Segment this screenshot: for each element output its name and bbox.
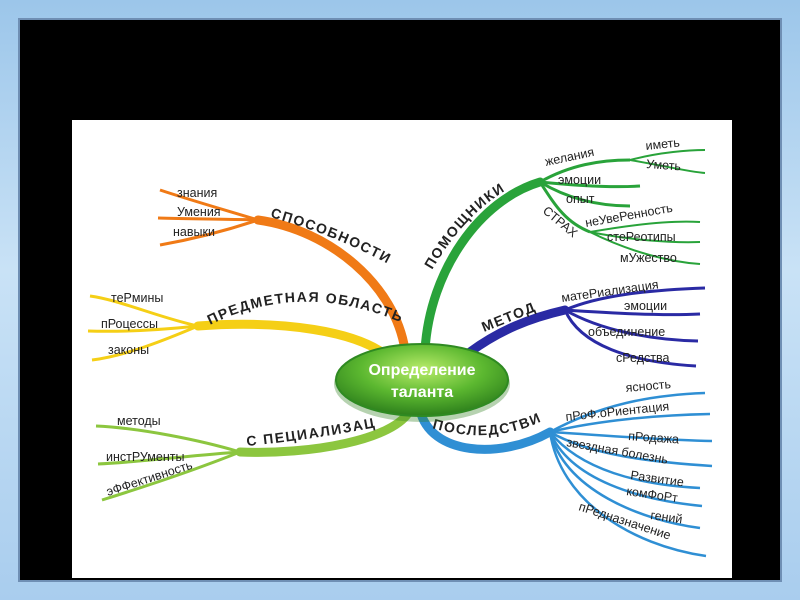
leaf-line	[548, 431, 703, 508]
leaf-habits: навыки	[173, 225, 215, 239]
leaf-line	[89, 294, 199, 328]
leaf-union: объединение	[588, 325, 665, 339]
leaf-line	[101, 450, 241, 502]
leaf-courage: мУжество	[620, 251, 677, 265]
leaf-skills: Умения	[177, 205, 221, 219]
branch-specialization: С ПЕЦИАЛИЗАЦИЯ методы инстРУменты эФФект…	[0, 0, 415, 502]
leaf-line	[589, 220, 701, 233]
leaf-means: сРедства	[616, 351, 669, 365]
leaf-line	[95, 424, 241, 454]
leaf-line	[157, 216, 259, 222]
leaf-line	[97, 450, 241, 466]
leaf-line	[564, 308, 701, 317]
leaf-processes: пРоцессы	[101, 317, 158, 331]
leaf-line	[548, 431, 701, 530]
leaf-stereotypes: стеРеотипы	[607, 230, 676, 244]
leaf-line	[539, 180, 641, 189]
center-title-line1: Определение	[368, 362, 475, 379]
leaf-to-have: иметь	[645, 135, 681, 153]
branch-abilities-title: СПОСОБНОСТИ	[269, 204, 394, 266]
leaf-line	[563, 309, 697, 368]
branch-helpers: ПОМОЩНИКИ желания иметь Уметь эмоции опы…	[420, 135, 706, 355]
leaf-line	[629, 159, 706, 174]
leaf-tools: инстРУменты	[106, 450, 184, 464]
branch-consequences: ПОСЛЕДСТВИЯ ясность пРоФ.оРиентация пРод…	[0, 0, 713, 558]
center-node: Определение таланта	[334, 343, 510, 422]
leaf-line	[159, 188, 259, 222]
leaf-line	[564, 286, 706, 312]
leaf-line	[548, 431, 707, 558]
leaf-line	[549, 431, 701, 490]
leaf-line	[549, 391, 706, 434]
leaf-methods: методы	[117, 414, 161, 428]
leaf-line	[539, 158, 631, 184]
branch-subject: ПРЕДМЕТНАЯ ОБЛАСТЬ теРмины пРоцессы зако…	[87, 289, 405, 365]
leaf-line	[564, 308, 699, 343]
branch-method: МЕТОД матеРиализация эмоции объединение …	[465, 277, 706, 368]
leaf-line	[539, 180, 631, 208]
leaf-line	[629, 149, 706, 161]
leaf-terms: теРмины	[111, 291, 163, 305]
branch-helpers-line	[420, 177, 545, 355]
center-title-line2: таланта	[391, 384, 453, 401]
leaf-line	[159, 218, 259, 247]
leaf-line	[549, 412, 711, 434]
center-node-shape	[335, 343, 509, 417]
leaf-knowledge: знания	[177, 186, 217, 200]
leaf-genius: гений	[650, 508, 684, 526]
leaf-emotions-method: эмоции	[624, 299, 667, 313]
leaf-line	[589, 231, 701, 244]
leaf-line	[538, 181, 591, 234]
leaf-sales: пРодажа	[628, 429, 680, 447]
branch-consequences-line	[415, 405, 555, 454]
branch-method-line	[465, 305, 570, 357]
leaf-line	[87, 324, 199, 333]
leaf-line	[549, 430, 713, 443]
branch-helpers-title: ПОМОЩНИКИ	[421, 179, 508, 271]
leaf-line	[549, 430, 713, 468]
leaf-clarity: ясность	[625, 377, 671, 395]
leaf-emotions-helpers: эмоции	[558, 173, 601, 187]
branch-abilities-line	[253, 215, 410, 355]
leaf-line	[91, 324, 199, 362]
leaf-line	[589, 231, 701, 265]
leaf-experience: опыт	[566, 192, 595, 206]
leaf-to-know-how: Уметь	[646, 157, 682, 173]
branch-specialization-line	[235, 405, 415, 457]
leaf-laws: законы	[108, 343, 149, 357]
